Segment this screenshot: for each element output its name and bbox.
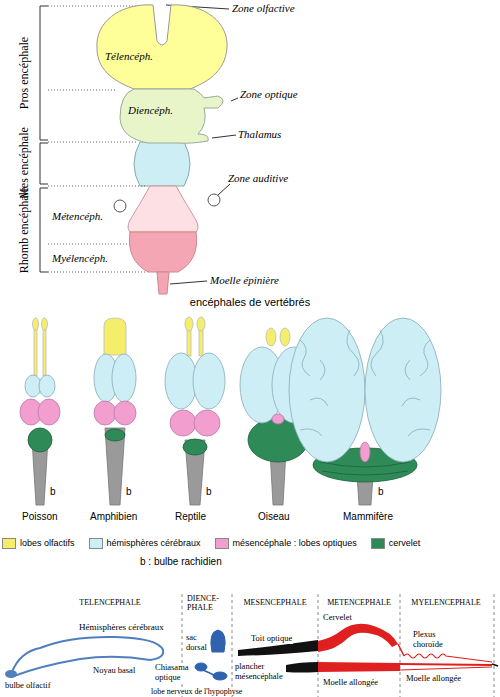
figure-label: Poisson [22, 511, 58, 523]
figure-label: b [206, 486, 212, 498]
section-label: Toit optique [250, 634, 293, 644]
region-label: Télencéph. [105, 50, 153, 63]
zone-label: Zone olfactive [232, 2, 295, 15]
section-label: Chiasama optique [154, 663, 190, 682]
mammal-brain [289, 318, 441, 505]
brain-region: Diencéph. [118, 88, 230, 144]
section-label: METENCEPHALE [326, 598, 392, 607]
region-label: Métencéph. [52, 210, 103, 223]
region-bracket-label: Rhomb encéphale [17, 187, 31, 273]
figure-label: Reptile [175, 511, 206, 523]
section-label: TELENCEPHALE [78, 598, 141, 607]
telencephalon-section [6, 637, 163, 677]
section-label: lobe nerveux de l'hypophyse [150, 687, 243, 696]
figure-label: b [126, 486, 132, 498]
section-label: DIENCE- PHALE [186, 594, 220, 612]
figure-label: Mammifère [343, 511, 393, 523]
brain-region: Télencéph. [95, 3, 229, 89]
zone-label: Thalamus [238, 128, 281, 141]
section-label: Moelle allongée [405, 674, 462, 684]
metencephalon-section [318, 624, 400, 672]
section-label: Noyau basal [92, 666, 136, 676]
figure-label: b [50, 486, 56, 498]
brain-scheme [114, 142, 220, 294]
fish-brain [20, 318, 60, 505]
legend-text: hémisphères cérébraux [107, 538, 201, 549]
zone-label: Zone optique [240, 88, 298, 101]
section-label: plancher mésencéphale [234, 662, 284, 681]
legend: lobes olfactifs hémisphères cérébraux mése… [2, 538, 420, 549]
legend-swatch [371, 538, 385, 549]
region-label: Diencéph. [128, 104, 173, 117]
figure-label: Amphibien [90, 511, 137, 523]
region-bracket-label: Pros encéphale [17, 37, 31, 109]
section-label: Plexus choroïde [412, 630, 444, 649]
figure-label: b : bulbe rachidien [140, 556, 222, 568]
reptile-brain [165, 317, 225, 505]
zone-label: Zone auditive [228, 172, 288, 185]
section-label: MESENCEPHALE [242, 598, 307, 607]
legend-swatch [215, 538, 229, 549]
region-label: Myélencéph. [52, 252, 108, 265]
legend-text: mésencéphale : lobes optiques [233, 538, 357, 549]
legend-text: lobes olfactifs [20, 538, 75, 549]
section-label: MYELENCEPHALE [410, 598, 481, 607]
figure-label: b [378, 486, 384, 498]
legend-swatch [89, 538, 103, 549]
division-lines [182, 594, 494, 697]
section-title: encéphales de vertébrés [190, 296, 310, 309]
section-label: sac dorsal [185, 633, 208, 652]
zone-label: Moelle épinière [210, 274, 279, 287]
section-label: Cervelet [322, 613, 353, 623]
figure-label: Oiseau [258, 511, 290, 523]
legend-text: cervelet [389, 538, 421, 549]
region-outline [95, 3, 229, 89]
section-label: Moelle allongée [322, 678, 379, 688]
amphibian-brain [94, 318, 136, 505]
region-brackets [40, 6, 48, 272]
section-label: Hémisphères cérébraux [78, 622, 165, 633]
section-label: bulbe olfactif [4, 681, 52, 691]
legend-swatch [2, 538, 16, 549]
